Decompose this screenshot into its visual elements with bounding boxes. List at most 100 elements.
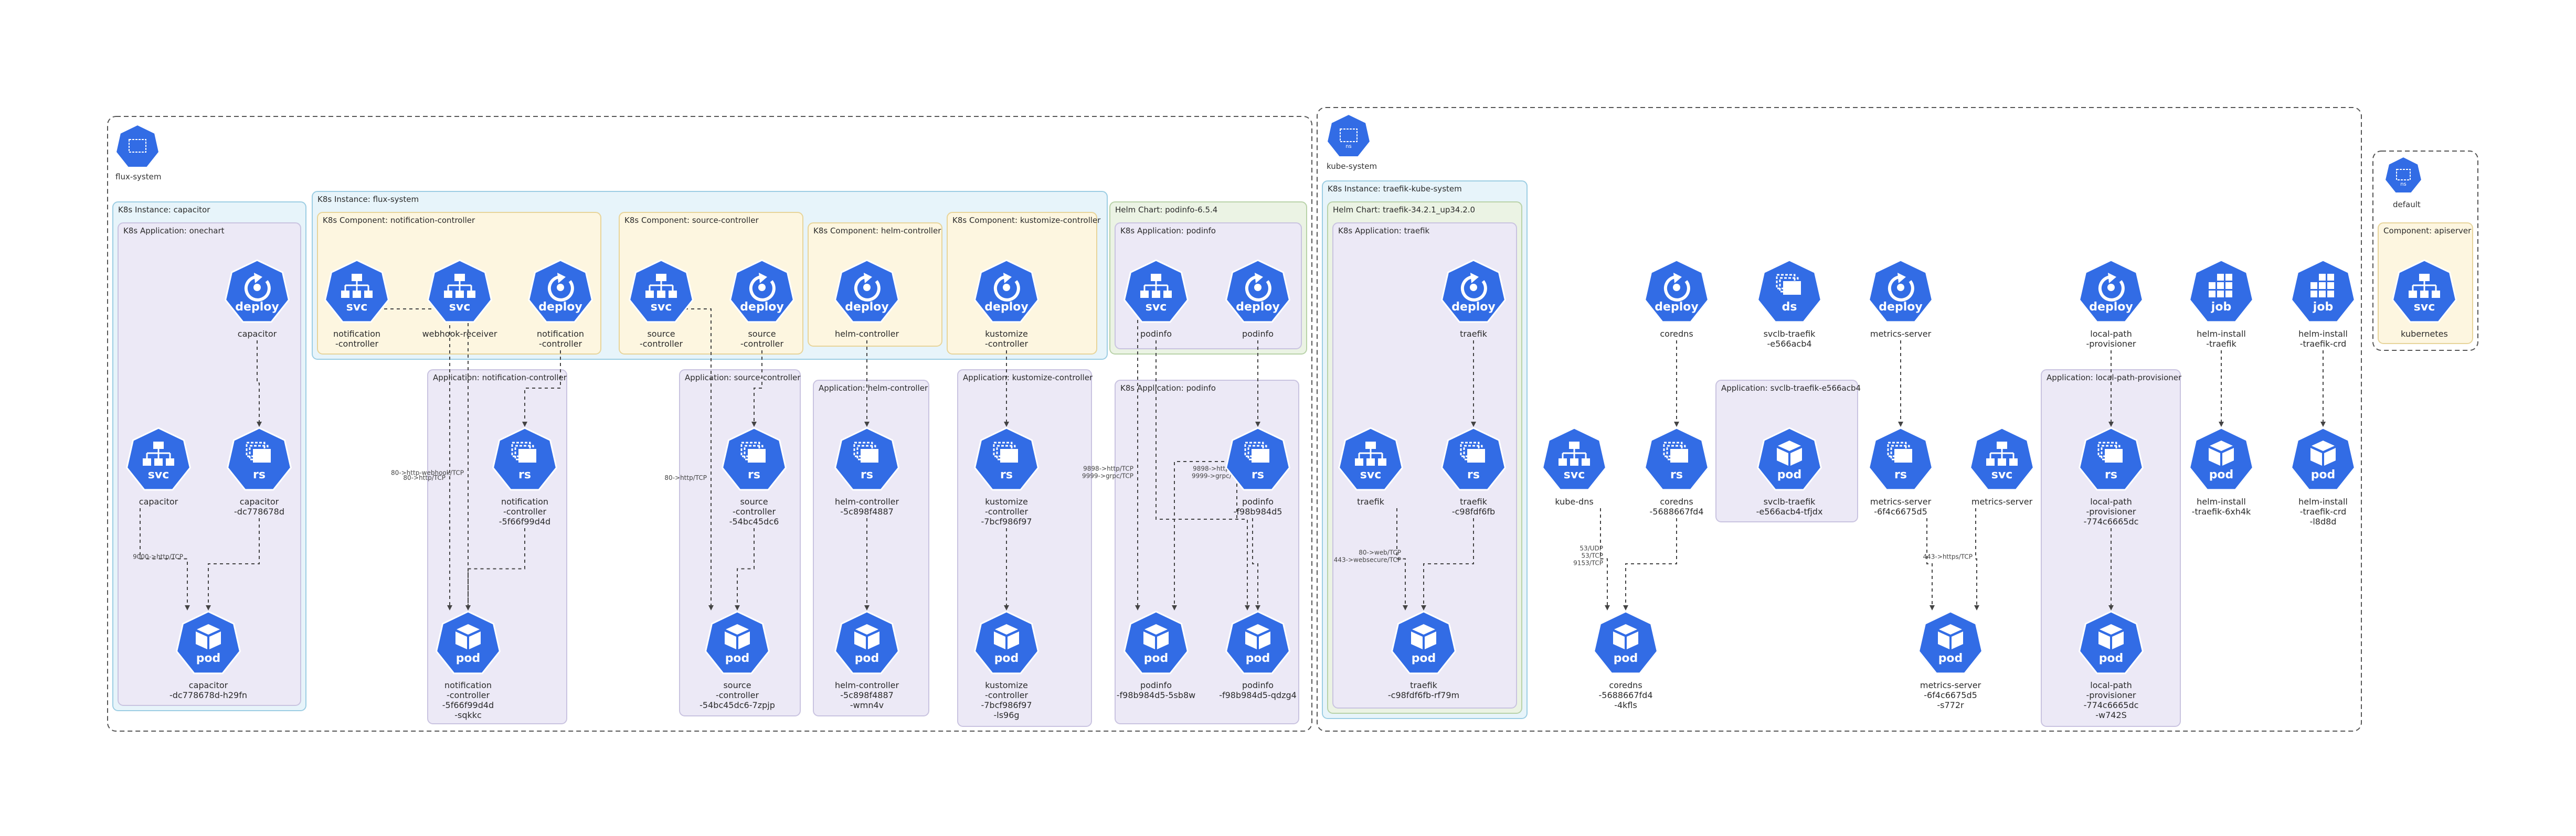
node-label: -54bc45dc6 (729, 517, 779, 527)
edge-arrow (1974, 508, 1979, 610)
node-label: podinfo (1140, 329, 1172, 339)
rs-glyph (1663, 442, 1688, 463)
svc-glyph (2409, 274, 2440, 298)
node-kind-label: pod (1938, 652, 1963, 665)
namespace-box-default (2372, 151, 2478, 351)
node-label: -5c898f4887 (840, 690, 894, 700)
node-kind-label: svc (148, 468, 169, 481)
edge-arrow (735, 528, 755, 610)
svc-glyph (1559, 442, 1590, 466)
node-kind-label: pod (855, 652, 879, 665)
svg-text:K8s Instance: capacitor: K8s Instance: capacitor (118, 205, 210, 215)
node-kind-label: deploy (235, 301, 279, 314)
edge-arrow (257, 340, 262, 427)
node-label: -dc778678d-h29fn (169, 690, 247, 700)
node-label: coredns (1660, 329, 1693, 339)
svg-text:ns: ns (2400, 181, 2407, 187)
edge-arrow (751, 350, 762, 427)
edge-label: 53/TCP (1581, 552, 1603, 560)
namespace-icon (2384, 156, 2423, 194)
svg-text:K8s Component: helm-controller: K8s Component: helm-controller (813, 226, 941, 235)
edge-label: 80->http/TCP (664, 474, 707, 481)
svg-text:Application: svclb-traefik-e56: Application: svclb-traefik-e566acb4 (1721, 383, 1861, 393)
node-kind-label: pod (725, 652, 750, 665)
rs-glyph (2097, 442, 2123, 463)
node-label: -controller (985, 507, 1029, 517)
pod-glyph (725, 624, 750, 649)
node-label: -controller (640, 339, 683, 349)
svg-text:Application: kustomize-control: Application: kustomize-controller (963, 373, 1093, 382)
node-kind-label: svc (1564, 468, 1585, 481)
node-label: kubernetes (2401, 329, 2448, 339)
pod-icon (435, 610, 501, 674)
pod-node[interactable]: podnotification-controller-5f66f99d4d-sq… (435, 610, 501, 720)
node-label: helm-install (2298, 329, 2348, 339)
node-kind-label: svc (1991, 468, 2012, 481)
node-label: -traefik (2206, 339, 2236, 349)
edge-arrow (465, 528, 525, 610)
node-label: webhook-receiver (422, 329, 497, 339)
deploy-glyph (993, 273, 1020, 302)
svg-text:K8s Component: notification-co: K8s Component: notification-controller (323, 216, 475, 225)
node-label: -controller (985, 339, 1029, 349)
deploy-glyph (2098, 273, 2125, 302)
node-kind-label: rs (1894, 468, 1907, 481)
node-label: notification (501, 497, 548, 507)
edge-arrow (1623, 518, 1677, 610)
edge-arrow (1926, 518, 1935, 610)
pod-glyph (1938, 624, 1963, 649)
edge-arrow (1156, 340, 1250, 610)
node-label: -f98b984d5 (1234, 507, 1282, 517)
node-kind-label: pod (456, 652, 481, 665)
pod-node[interactable]: podlocal-path-provisioner-774c6665dc-w74… (2078, 610, 2144, 720)
node-label: metrics-server (1920, 680, 1981, 690)
node-label: podinfo (1140, 680, 1172, 690)
node-label: -wmn4v (850, 700, 884, 710)
